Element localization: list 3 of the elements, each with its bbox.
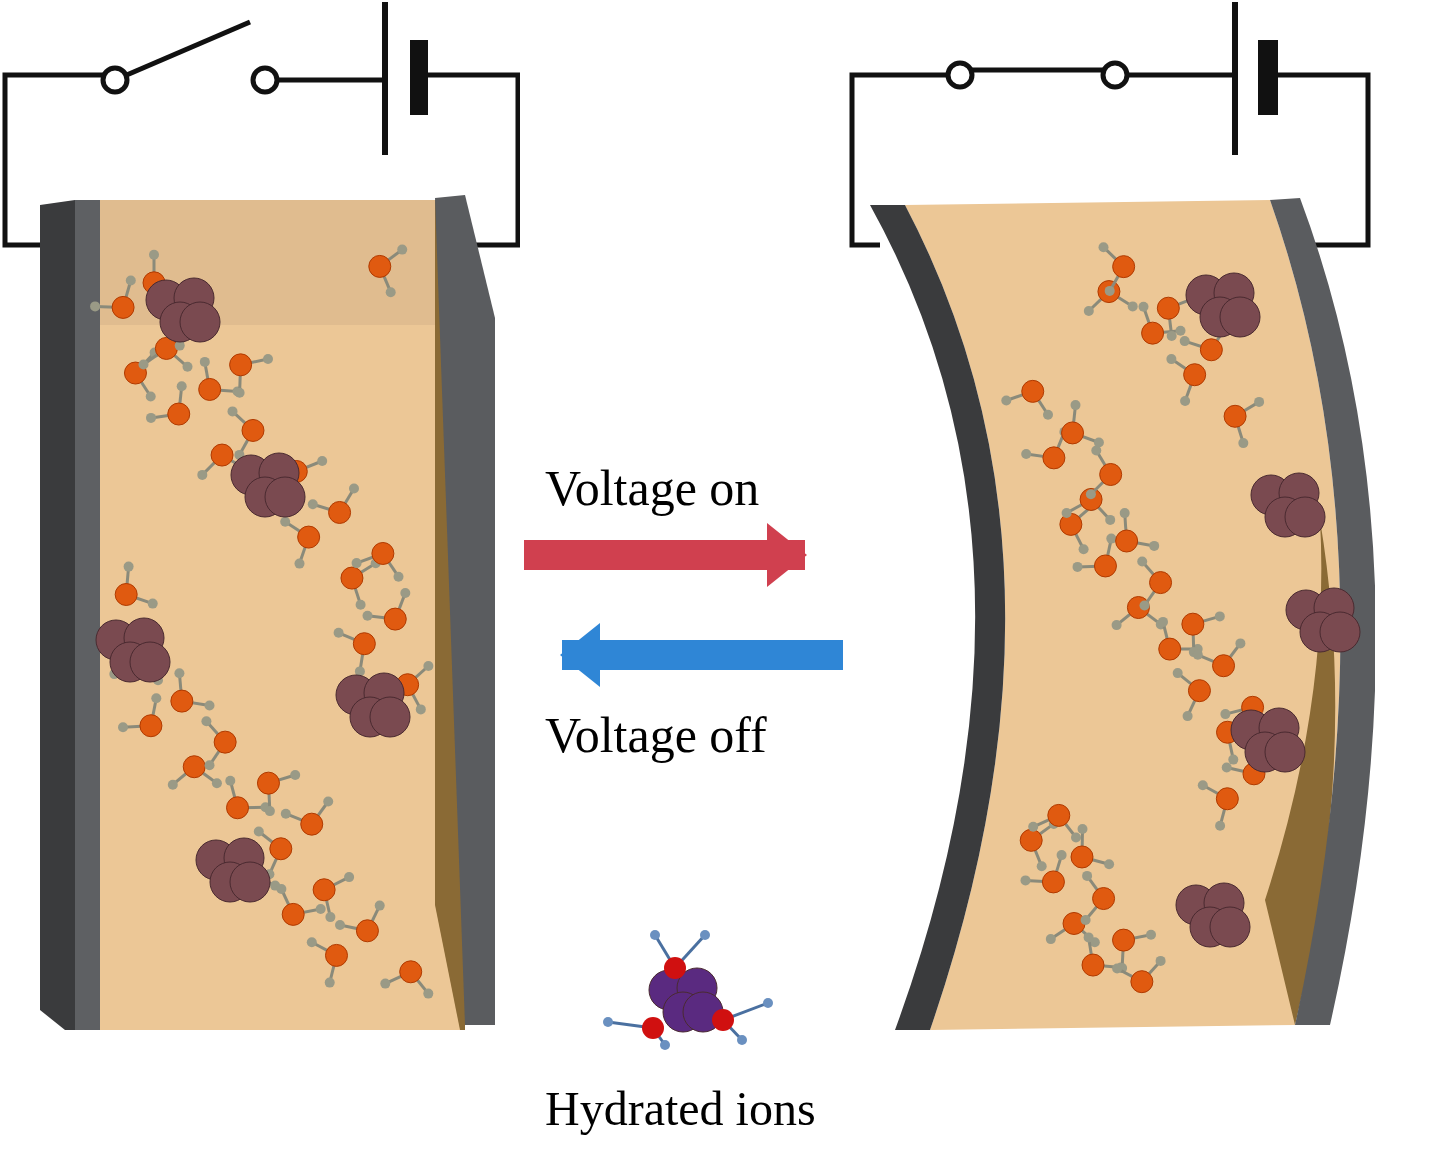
icon-caption: Hydrated ions: [545, 1082, 816, 1136]
arrow: [524, 523, 807, 587]
arrow: [560, 623, 843, 687]
